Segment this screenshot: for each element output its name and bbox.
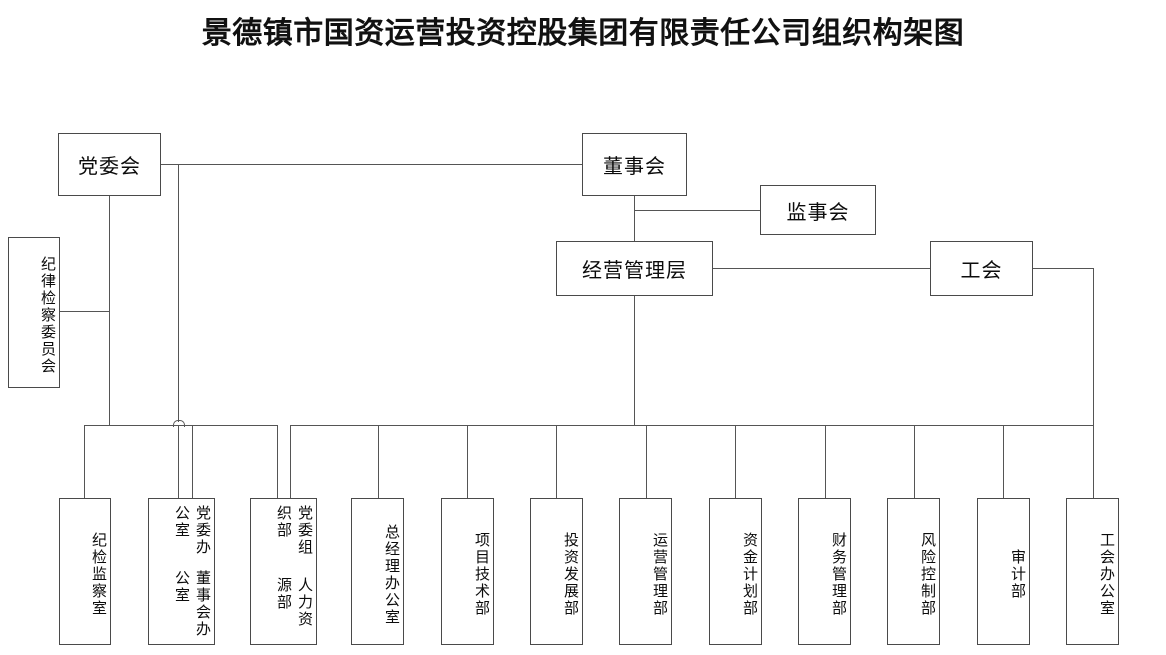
drop-line-5 bbox=[467, 425, 469, 498]
dept-box-8[interactable]: 资金计划部 bbox=[709, 498, 762, 645]
node-board-of-supervisors-label: 监事会 bbox=[786, 199, 850, 224]
dept-label-12: 工会办公室 bbox=[1098, 532, 1116, 617]
drop-line-1 bbox=[84, 425, 86, 498]
dept-box-7[interactable]: 运营管理部 bbox=[619, 498, 672, 645]
node-management-layer-label: 经营管理层 bbox=[582, 258, 687, 282]
node-board-of-directors[interactable]: 董事会 bbox=[582, 133, 687, 196]
dept-label-11: 审计部 bbox=[1009, 549, 1027, 600]
drop-line-2a bbox=[178, 425, 180, 498]
dept-label-5: 项目技术部 bbox=[473, 532, 491, 617]
node-labor-union-label: 工会 bbox=[960, 258, 1003, 282]
dept-label-4: 总经理办公室 bbox=[383, 523, 401, 626]
dept-box-10[interactable]: 风险控制部 bbox=[887, 498, 940, 645]
dept-label-7: 运营管理部 bbox=[651, 532, 669, 617]
dept-label-9: 财务管理部 bbox=[830, 532, 848, 617]
page-title: 景德镇市国资运营投资控股集团有限责任公司组织构架图 bbox=[201, 16, 965, 51]
node-board-of-supervisors[interactable]: 监事会 bbox=[760, 185, 876, 235]
connector-discipline-to-party bbox=[60, 311, 110, 313]
connector-board-to-supervisors bbox=[634, 210, 760, 212]
node-board-of-directors-label: 董事会 bbox=[603, 154, 666, 178]
dept-box-9[interactable]: 财务管理部 bbox=[798, 498, 851, 645]
node-party-committee-label: 党委会 bbox=[78, 154, 141, 178]
connector-party-secondary-stem bbox=[178, 164, 180, 422]
drop-line-6 bbox=[556, 425, 558, 498]
dept-label-10: 风险控制部 bbox=[919, 532, 937, 617]
dept-box-11[interactable]: 审计部 bbox=[977, 498, 1030, 645]
drop-line-7 bbox=[646, 425, 648, 498]
dept-label-3: 人力资源部 bbox=[275, 576, 314, 628]
dept-label-2: 董事会办公室 bbox=[173, 570, 212, 639]
drop-line-2b bbox=[192, 425, 194, 498]
dept-box-3[interactable]: 人力资源部 党委组织部 bbox=[250, 498, 317, 645]
connector-board-stem bbox=[634, 196, 636, 242]
node-discipline-committee-label: 纪律检察委员会 bbox=[39, 256, 57, 375]
node-discipline-committee[interactable]: 纪律检察委员会 bbox=[8, 237, 60, 388]
node-management-layer[interactable]: 经营管理层 bbox=[556, 241, 713, 296]
line-hop-crossing bbox=[173, 420, 185, 427]
drop-line-3a bbox=[277, 425, 279, 498]
dept-box-12[interactable]: 工会办公室 bbox=[1066, 498, 1119, 645]
dept-box-5[interactable]: 项目技术部 bbox=[441, 498, 494, 645]
connector-union-right-arm bbox=[1033, 268, 1094, 270]
connector-management-to-union bbox=[713, 268, 930, 270]
bus-line-right bbox=[290, 425, 1094, 427]
dept-label-6: 投资发展部 bbox=[562, 532, 580, 617]
drop-line-9 bbox=[825, 425, 827, 498]
drop-line-3b bbox=[290, 425, 292, 498]
dept-label-1: 纪检监察室 bbox=[90, 532, 108, 617]
node-party-committee[interactable]: 党委会 bbox=[58, 133, 161, 196]
node-labor-union[interactable]: 工会 bbox=[930, 241, 1033, 296]
dept-box-4[interactable]: 总经理办公室 bbox=[351, 498, 404, 645]
dept-box-6[interactable]: 投资发展部 bbox=[530, 498, 583, 645]
drop-line-4 bbox=[378, 425, 380, 498]
connector-party-to-board bbox=[161, 164, 582, 166]
dept-box-1[interactable]: 纪检监察室 bbox=[59, 498, 111, 645]
dept-label-3b: 党委组织部 bbox=[275, 505, 314, 556]
drop-line-10 bbox=[914, 425, 916, 498]
connector-union-drop bbox=[1093, 268, 1095, 498]
drop-line-11 bbox=[1003, 425, 1005, 498]
connector-management-stem bbox=[634, 296, 636, 426]
drop-line-8 bbox=[735, 425, 737, 498]
dept-label-2b: 党委办公室 bbox=[173, 505, 212, 556]
dept-label-8: 资金计划部 bbox=[741, 532, 759, 617]
dept-box-2[interactable]: 董事会办公室 党委办公室 bbox=[148, 498, 215, 645]
